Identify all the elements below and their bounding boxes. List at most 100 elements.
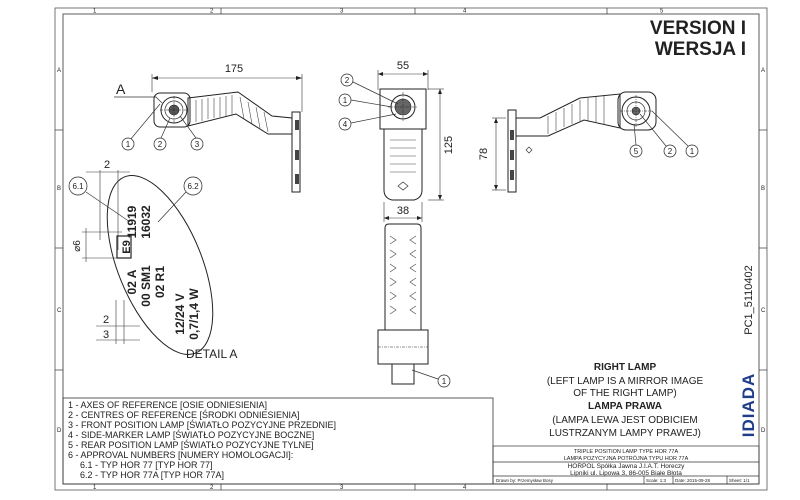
callout-1-bottom: [437, 374, 451, 388]
dim-38: 38: [397, 205, 409, 217]
mark-02r1: 02 R1: [153, 266, 167, 298]
detail-a: 2 6.1 6.2 ⌀6 E9 11919 16032 02 A 00 SM1 …: [68, 159, 237, 361]
mark-voltage: 12/24 V: [173, 293, 187, 334]
row-marker-a: A: [57, 68, 61, 74]
callout-2-front-label: 2: [345, 76, 350, 85]
column-markers-bottom: 1 2 3 4: [93, 484, 608, 491]
mount-base-right: [507, 109, 517, 193]
callout-6-2: [183, 176, 203, 196]
row-marker-d: D: [57, 428, 62, 434]
callout-1-right-label: 1: [690, 147, 695, 156]
callout-1-left: [121, 137, 135, 151]
row-marker-c-right: C: [761, 308, 766, 314]
outer-frame: [54, 7, 768, 491]
mount-base-left: [291, 111, 301, 193]
right-lamp-note: RIGHT LAMP (LEFT LAMP IS A MIRROR IMAGE …: [547, 362, 704, 439]
callout-1-bottom-label: 1: [442, 377, 447, 386]
note-line-2: (LEFT LAMP IS A MIRROR IMAGE: [547, 376, 704, 387]
column-markers-top: 1 2 3 4 5: [93, 8, 664, 15]
legend-item-2: 2 - CENTRES OF REFERENCE [ŚRODKI ODNIESI…: [68, 409, 300, 420]
lamp-arm-right: [515, 93, 621, 137]
col-marker-1-bottom: 1: [93, 485, 97, 491]
callout-2-left: [153, 137, 167, 151]
tb-sheet: Sheet: 1/1: [729, 478, 750, 483]
callout-3-left: [190, 137, 204, 151]
note-line-3: OF THE RIGHT LAMP): [573, 388, 677, 399]
col-marker-2: 2: [210, 9, 214, 15]
side-code: PC1_5110402: [743, 265, 755, 335]
note-right-lamp: RIGHT LAMP: [594, 362, 657, 373]
legend-item-1: 1 - AXES OF REFERENCE [OSIE ODNIESIENIA]: [68, 400, 267, 410]
mark-00sm1: 00 SM1: [139, 265, 153, 307]
dim-175: 175: [225, 63, 243, 75]
legend-item-4: 4 - SIDE-MARKER LAMP [ŚWIATŁO POZYCYJNE …: [68, 429, 314, 440]
row-marker-a-right: A: [761, 68, 765, 74]
dim-2-top: 2: [104, 159, 110, 171]
legend: 1 - AXES OF REFERENCE [OSIE ODNIESIENIA]…: [68, 400, 336, 480]
col-marker-1: 1: [93, 9, 97, 15]
title-wersja: WERSJA I: [655, 39, 746, 60]
callout-1-front-label: 1: [343, 96, 348, 105]
row-marker-b: B: [57, 186, 61, 192]
row-marker-c: C: [57, 308, 62, 314]
title-block: TRIPLE POSITION LAMP TYPE HOR 77A LAMPA …: [492, 445, 760, 485]
bottom-view: 1: [377, 223, 451, 388]
tb-date: Date: 2015-09-28: [675, 478, 711, 483]
callout-2-right: [663, 144, 677, 158]
legend-item-3: 3 - FRONT POSITION LAMP [ŚWIATŁO POZYCYJ…: [68, 419, 336, 430]
col-marker-3-bottom: 3: [340, 485, 344, 491]
tb-name-pl: LAMPA POZYCYJNA POTRÓJNA TYPU HOR 77A: [564, 455, 689, 462]
col-marker-3: 3: [340, 9, 344, 15]
col-marker-2-bottom: 2: [210, 485, 214, 491]
callout-2-right-label: 2: [668, 147, 673, 156]
mark-02a: 02 A: [125, 269, 139, 294]
tb-address: Lipniki ul. Lipowa 3, 86-005 Białe Błota: [570, 470, 682, 477]
lamp-head-left: [153, 92, 191, 128]
left-side-view: 175 A 1: [114, 63, 303, 193]
front-view: 55 125 38 2 1: [338, 60, 455, 222]
dim-d6: ⌀6: [72, 240, 83, 252]
dim-2-bottom: 2: [103, 314, 109, 326]
dim-3-bottom: 3: [103, 329, 109, 341]
detail-a-leader: [114, 96, 163, 104]
col-marker-4: 4: [463, 9, 467, 15]
right-side-view: 78 5 2 1: [478, 91, 699, 193]
legend-item-6: 6 - APPROVAL NUMBERS [NUMERY HOMOLOGACJI…: [68, 450, 293, 460]
title-version: VERSION I: [650, 18, 746, 39]
mark-wattage: 0,7/1,4 W: [187, 288, 201, 340]
bottom-stem: [384, 223, 422, 331]
front-stem: [383, 128, 423, 201]
detail-a-label: DETAIL A: [186, 347, 237, 361]
callout-5-right-label: 5: [634, 147, 639, 156]
row-marker-b-right: B: [761, 186, 765, 192]
callout-6-2-label: 6.2: [187, 182, 199, 191]
e-mark: E9: [121, 240, 133, 253]
legend-item-5: 5 - REAR POSITION LAMP [ŚWIATŁO POZYCYJN…: [68, 439, 314, 450]
dim-125: 125: [443, 136, 455, 154]
note-line-5: (LAMPA LEWA JEST ODBICIEM: [552, 415, 697, 426]
brand-logo: IDIADA: [739, 373, 758, 438]
lamp-head-right: [617, 91, 657, 131]
tb-company: HORPOL Spółka Jawna J.I.A.T. Horeczy: [568, 463, 686, 470]
callout-2-left-label: 2: [158, 140, 163, 149]
callout-2-front: [340, 73, 354, 87]
note-line-6: LUSTRZANYM LAMPY PRAWEJ): [549, 428, 701, 439]
row-marker-d-right: D: [761, 428, 766, 434]
col-marker-5: 5: [660, 9, 664, 15]
detail-a-ellipse: [106, 175, 214, 355]
callout-4-front: [338, 117, 352, 131]
tb-scale: Scale: 1:3: [646, 478, 667, 483]
callout-3-left-label: 3: [195, 140, 200, 149]
callout-1-right: [685, 144, 699, 158]
callout-4-front-label: 4: [343, 120, 348, 129]
callout-6-1: [68, 176, 88, 196]
legend-box: [62, 397, 494, 485]
tb-drawn-by: Drawn by: Przemysław Bosy: [496, 478, 554, 483]
dim-78: 78: [478, 148, 490, 160]
mark-11919: 11919: [125, 205, 139, 238]
row-markers: A B C D A B C D: [55, 68, 767, 434]
legend-item-6-2: 6.2 - TYP HOR 77A [TYP HOR 77A]: [80, 470, 224, 480]
col-marker-4-bottom: 4: [463, 485, 467, 491]
tb-name-en: TRIPLE POSITION LAMP TYPE HOR 77A: [574, 449, 679, 455]
mark-16032: 16032: [139, 205, 153, 239]
